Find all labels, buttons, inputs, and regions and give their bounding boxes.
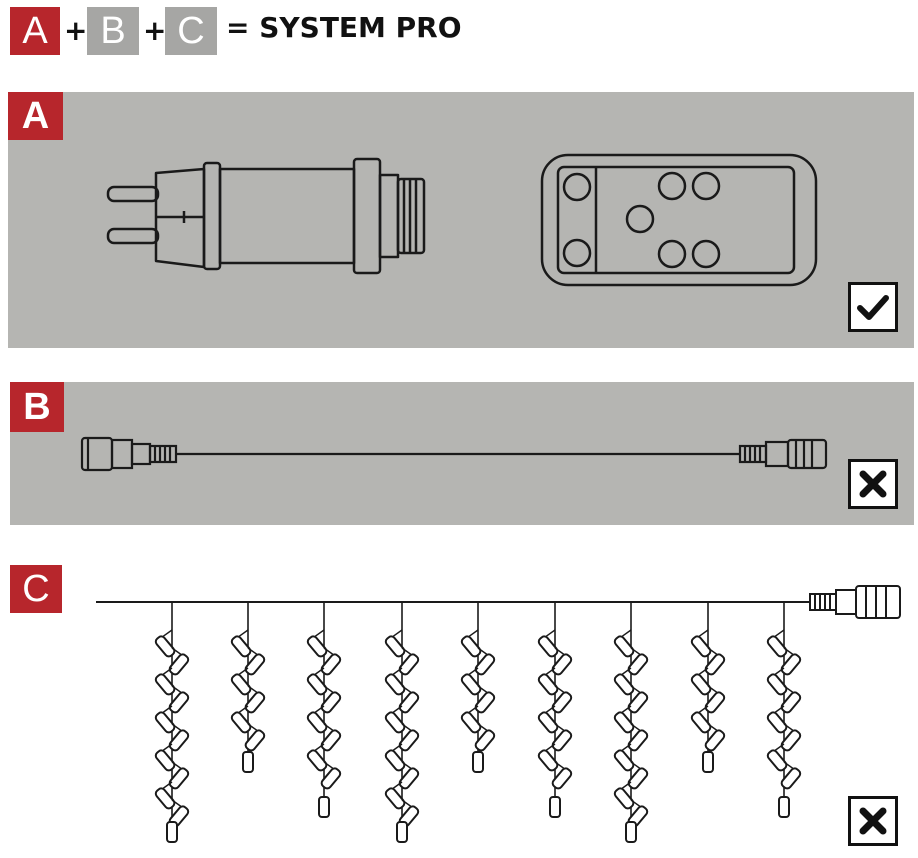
led-bulb bbox=[168, 729, 190, 752]
led-bulb bbox=[474, 729, 496, 752]
led-bulb bbox=[766, 673, 788, 696]
led-bulb bbox=[384, 787, 406, 810]
led-bulb bbox=[384, 749, 406, 772]
header-badge-b: B bbox=[87, 7, 139, 55]
led-bulb bbox=[244, 691, 266, 714]
section-b-badge: B bbox=[10, 382, 64, 432]
led-bulb bbox=[613, 673, 635, 696]
led-bulb bbox=[704, 729, 726, 752]
led-bulb bbox=[166, 821, 178, 843]
led-bulb bbox=[627, 691, 649, 714]
led-bulb bbox=[230, 635, 252, 658]
led-bulb bbox=[613, 749, 635, 772]
led-bulb bbox=[474, 653, 496, 676]
x-icon bbox=[859, 807, 887, 835]
section-c-x-mark bbox=[848, 796, 898, 846]
led-bulb bbox=[780, 653, 802, 676]
led-bulb bbox=[766, 635, 788, 658]
header-plus-2: + bbox=[143, 14, 167, 47]
led-bulb bbox=[460, 711, 482, 734]
led-bulb bbox=[306, 711, 328, 734]
led-bulb bbox=[320, 729, 342, 752]
led-bulb bbox=[766, 711, 788, 734]
led-bulb bbox=[306, 635, 328, 658]
led-bulb bbox=[690, 711, 712, 734]
led-bulb bbox=[460, 635, 482, 658]
led-bulb bbox=[384, 673, 406, 696]
extension-cable-icon bbox=[80, 436, 828, 472]
led-bulb bbox=[306, 749, 328, 772]
led-bulb bbox=[627, 767, 649, 790]
led-bulb bbox=[690, 635, 712, 658]
section-b-x-mark bbox=[848, 459, 898, 509]
remote-control-icon bbox=[540, 153, 818, 287]
led-bulb bbox=[778, 796, 790, 818]
led-bulb bbox=[613, 711, 635, 734]
led-bulb bbox=[780, 691, 802, 714]
header-plus-1: + bbox=[64, 14, 88, 47]
led-bulb bbox=[537, 749, 559, 772]
section-a-badge: A bbox=[8, 92, 63, 140]
led-bulb bbox=[320, 653, 342, 676]
led-bulb bbox=[168, 691, 190, 714]
led-bulb bbox=[396, 821, 408, 843]
led-bulb bbox=[551, 767, 573, 790]
led-bulb bbox=[398, 653, 420, 676]
led-bulb bbox=[306, 673, 328, 696]
led-bulb bbox=[702, 751, 714, 773]
led-bulb bbox=[613, 787, 635, 810]
section-a-panel bbox=[8, 92, 914, 348]
led-bulb bbox=[474, 691, 496, 714]
led-bulb bbox=[320, 691, 342, 714]
led-bulb bbox=[613, 635, 635, 658]
check-icon bbox=[857, 295, 889, 320]
led-bulb bbox=[244, 653, 266, 676]
led-bulb bbox=[627, 653, 649, 676]
led-bulb bbox=[704, 691, 726, 714]
led-bulb bbox=[384, 711, 406, 734]
section-a-check-mark bbox=[848, 282, 898, 332]
led-bulb bbox=[690, 673, 712, 696]
led-bulb bbox=[154, 749, 176, 772]
led-bulb bbox=[318, 796, 330, 818]
led-bulb bbox=[398, 767, 420, 790]
led-bulb bbox=[537, 635, 559, 658]
led-bulb bbox=[780, 729, 802, 752]
led-bulb bbox=[537, 673, 559, 696]
led-bulb bbox=[230, 711, 252, 734]
led-bulb bbox=[230, 673, 252, 696]
led-bulb bbox=[537, 711, 559, 734]
header-badge-c: C bbox=[165, 7, 217, 55]
led-bulb bbox=[780, 767, 802, 790]
led-bulb bbox=[154, 711, 176, 734]
led-bulb bbox=[551, 729, 573, 752]
led-bulb bbox=[398, 729, 420, 752]
led-bulb bbox=[154, 635, 176, 658]
led-bulb bbox=[704, 653, 726, 676]
led-bulb bbox=[551, 691, 573, 714]
led-bulb bbox=[244, 729, 266, 752]
section-c-badge: C bbox=[10, 565, 62, 613]
led-bulb bbox=[627, 729, 649, 752]
led-bulb bbox=[242, 751, 254, 773]
led-bulb bbox=[766, 749, 788, 772]
led-bulb bbox=[168, 653, 190, 676]
led-bulb bbox=[398, 691, 420, 714]
led-bulb bbox=[154, 673, 176, 696]
led-bulb bbox=[320, 767, 342, 790]
led-bulb bbox=[472, 751, 484, 773]
led-bulb bbox=[460, 673, 482, 696]
chain-connector bbox=[809, 585, 901, 619]
led-bulb bbox=[551, 653, 573, 676]
led-bulb bbox=[549, 796, 561, 818]
led-bulb bbox=[154, 787, 176, 810]
led-bulb bbox=[168, 767, 190, 790]
header-badge-a: A bbox=[10, 7, 60, 55]
power-adapter-icon bbox=[106, 157, 426, 275]
header-title: = SYSTEM PRO bbox=[226, 11, 462, 44]
x-icon bbox=[859, 470, 887, 498]
led-bulb bbox=[625, 821, 637, 843]
led-bulb bbox=[384, 635, 406, 658]
